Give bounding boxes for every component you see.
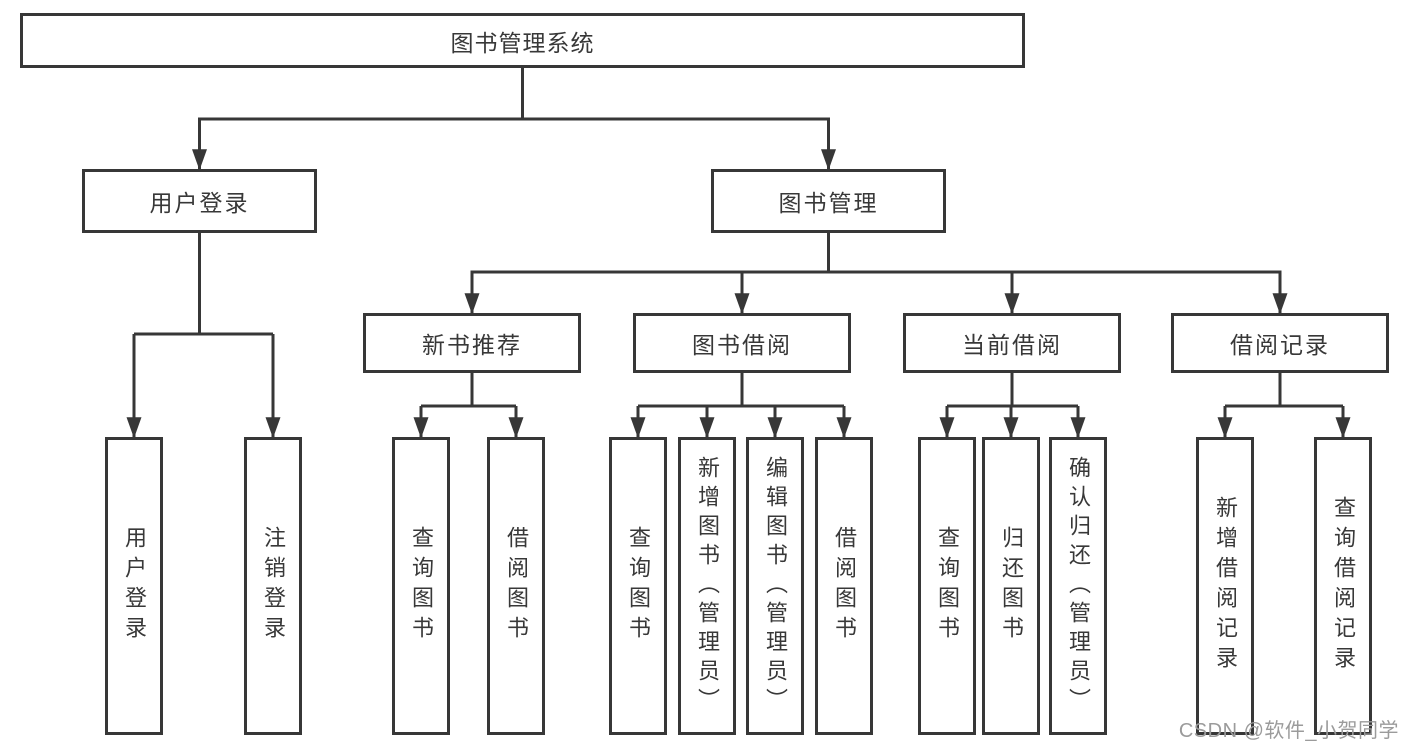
node-borrow-records: 借阅记录 [1171,313,1389,373]
leaf-confirm-return-admin-label: 确认归还（管理员） [1066,455,1091,717]
watermark: CSDN @软件_小贺同学 [1178,720,1399,742]
leaf-user-login-label: 用户登录 [122,526,147,646]
node-user-login: 用户登录 [82,169,317,233]
leaf-confirm-return-admin: 确认归还（管理员） [1049,437,1107,735]
leaf-add-book-admin: 新增图书（管理员） [678,437,736,735]
leaf-add-borrow-record: 新增借阅记录 [1196,437,1254,735]
leaf-edit-book-admin-label: 编辑图书（管理员） [763,455,788,717]
connector-stems [134,68,1343,408]
node-new-book-recommend: 新书推荐 [363,313,581,373]
leaf-add-book-admin-label: 新增图书（管理员） [695,455,720,717]
node-current-borrow-label: 当前借阅 [962,332,1062,358]
node-borrow-records-label: 借阅记录 [1230,332,1330,358]
node-root-library-system: 图书管理系统 [20,13,1025,68]
leaf-recommend-query-books-label: 查询图书 [409,526,434,646]
node-book-management: 图书管理 [711,169,946,233]
leaf-logout: 注销登录 [244,437,302,735]
node-user-login-label: 用户登录 [149,190,250,216]
leaf-borrow-query-books-label: 查询图书 [626,526,651,646]
node-new-book-recommend-label: 新书推荐 [422,332,522,358]
leaf-query-borrow-record: 查询借阅记录 [1314,437,1372,735]
leaf-add-borrow-record-label: 新增借阅记录 [1213,496,1238,676]
leaf-current-query-books-label: 查询图书 [935,526,960,646]
leaf-logout-label: 注销登录 [261,526,286,646]
leaf-recommend-borrow-books-label: 借阅图书 [504,526,529,646]
leaf-current-query-books: 查询图书 [918,437,976,735]
leaf-edit-book-admin: 编辑图书（管理员） [746,437,804,735]
leaf-return-books: 归还图书 [982,437,1040,735]
leaf-borrow-query-books: 查询图书 [609,437,667,735]
node-current-borrow: 当前借阅 [903,313,1121,373]
leaf-query-borrow-record-label: 查询借阅记录 [1331,496,1356,676]
leaf-user-login: 用户登录 [105,437,163,735]
leaf-recommend-borrow-books: 借阅图书 [487,437,545,735]
node-book-borrow: 图书借阅 [633,313,851,373]
node-book-management-label: 图书管理 [778,190,879,216]
leaf-recommend-query-books: 查询图书 [392,437,450,735]
leaf-return-books-label: 归还图书 [999,526,1024,646]
node-book-borrow-label: 图书借阅 [692,332,792,358]
leaf-borrow-borrow-books-label: 借阅图书 [832,526,857,646]
node-root-label: 图书管理系统 [450,29,595,56]
leaf-borrow-borrow-books: 借阅图书 [815,437,873,735]
